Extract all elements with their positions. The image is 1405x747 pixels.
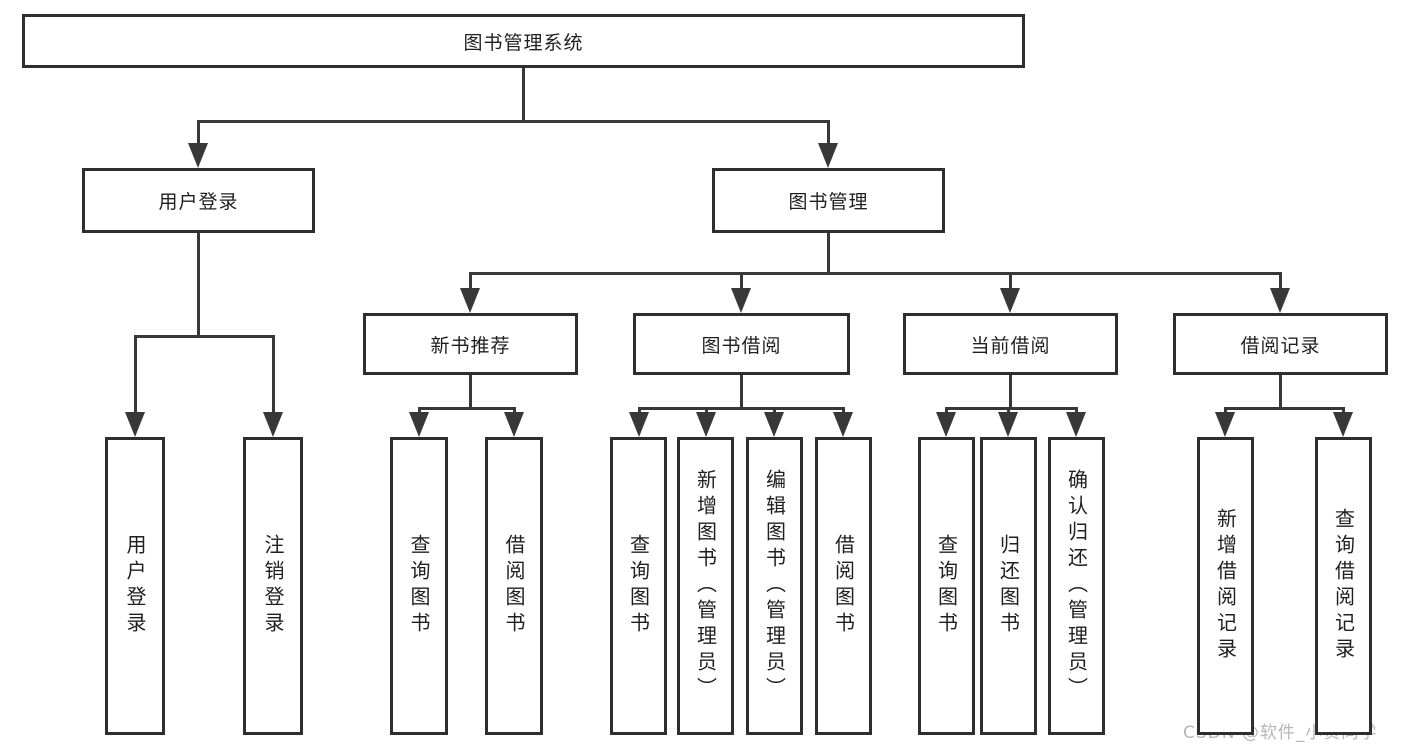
node-user-login: 用户登录 bbox=[82, 168, 315, 233]
connector-line bbox=[740, 272, 743, 293]
connector-line bbox=[469, 272, 472, 293]
arrow-down-icon bbox=[263, 412, 283, 437]
connector-line bbox=[272, 335, 275, 417]
arrow-down-icon bbox=[998, 412, 1018, 437]
connector-line bbox=[1009, 375, 1012, 410]
arrow-down-icon bbox=[1066, 412, 1086, 437]
arrow-down-icon bbox=[696, 412, 716, 437]
arrow-down-icon bbox=[1333, 412, 1353, 437]
connector-line bbox=[197, 233, 200, 338]
node-leaf-return-book: 归还图书 bbox=[980, 437, 1037, 735]
connector-line bbox=[197, 120, 830, 123]
arrow-down-icon bbox=[188, 143, 208, 168]
node-book-management: 图书管理 bbox=[712, 168, 945, 233]
arrow-down-icon bbox=[764, 412, 784, 437]
arrow-down-icon bbox=[409, 412, 429, 437]
node-leaf-edit-book: 编辑图书（管理员） bbox=[746, 437, 803, 735]
arrow-down-icon bbox=[936, 412, 956, 437]
connector-line bbox=[740, 375, 743, 410]
node-new-book-recommend: 新书推荐 bbox=[363, 313, 578, 375]
arrow-down-icon bbox=[1215, 412, 1235, 437]
node-leaf-logout: 注销登录 bbox=[243, 437, 303, 735]
connector-line bbox=[1009, 272, 1012, 293]
arrow-down-icon bbox=[629, 412, 649, 437]
node-leaf-borrow-book-1: 借阅图书 bbox=[485, 437, 543, 735]
connector-line bbox=[522, 68, 525, 123]
connector-line bbox=[197, 120, 200, 148]
arrow-down-icon bbox=[1270, 288, 1290, 313]
connector-line bbox=[134, 335, 275, 338]
node-leaf-user-login: 用户登录 bbox=[105, 437, 165, 735]
connector-line bbox=[1279, 375, 1282, 410]
connector-line bbox=[469, 272, 1282, 275]
node-root: 图书管理系统 bbox=[22, 14, 1025, 68]
node-leaf-query-book-1: 查询图书 bbox=[390, 437, 448, 735]
node-leaf-query-borrow-record: 查询借阅记录 bbox=[1315, 437, 1372, 735]
connector-line bbox=[418, 407, 516, 410]
node-borrow-records: 借阅记录 bbox=[1173, 313, 1388, 375]
arrow-down-icon bbox=[1000, 288, 1020, 313]
node-leaf-add-borrow-record: 新增借阅记录 bbox=[1197, 437, 1254, 735]
arrow-down-icon bbox=[833, 412, 853, 437]
node-leaf-confirm-return: 确认归还（管理员） bbox=[1048, 437, 1105, 735]
node-current-borrow: 当前借阅 bbox=[903, 313, 1118, 375]
connector-line bbox=[1279, 272, 1282, 293]
node-book-borrow: 图书借阅 bbox=[633, 313, 850, 375]
connector-line bbox=[638, 407, 845, 410]
connector-line bbox=[827, 120, 830, 148]
arrow-down-icon bbox=[125, 412, 145, 437]
arrow-down-icon bbox=[460, 288, 480, 313]
arrow-down-icon bbox=[731, 288, 751, 313]
connector-line bbox=[1224, 407, 1345, 410]
node-leaf-add-book: 新增图书（管理员） bbox=[677, 437, 734, 735]
arrow-down-icon bbox=[504, 412, 524, 437]
connector-line bbox=[827, 233, 830, 275]
connector-line bbox=[469, 375, 472, 410]
node-leaf-query-book-2: 查询图书 bbox=[610, 437, 667, 735]
node-leaf-query-book-3: 查询图书 bbox=[918, 437, 975, 735]
node-leaf-borrow-book-2: 借阅图书 bbox=[815, 437, 872, 735]
connector-line bbox=[945, 407, 1078, 410]
arrow-down-icon bbox=[818, 143, 838, 168]
connector-line bbox=[134, 335, 137, 417]
